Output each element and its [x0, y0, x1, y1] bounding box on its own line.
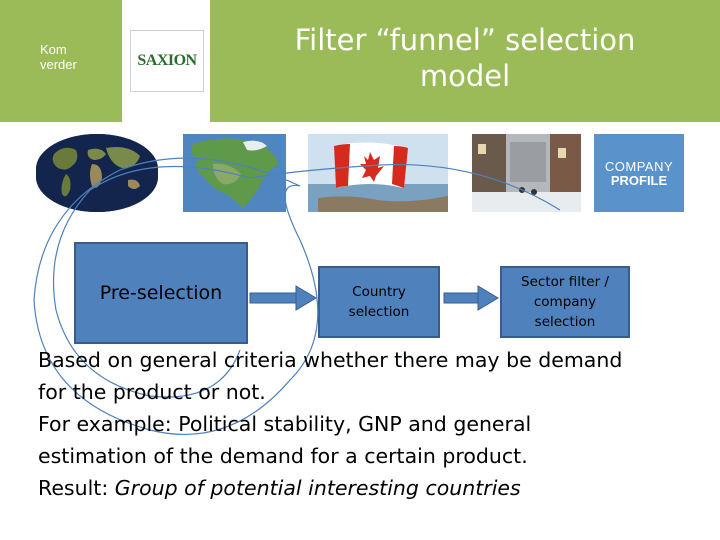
saxion-logo: SAXION	[122, 0, 210, 122]
arrow-pre-to-country	[250, 286, 316, 310]
company-profile-image: COMPANY PROFILE	[594, 134, 684, 212]
pre-selection-box: Pre-selection	[74, 242, 248, 344]
result-value: Group of potential interesting countries	[115, 476, 521, 500]
sector-filter-box: Sector filter / company selection	[500, 266, 630, 338]
body-line-2: for the product or not.	[38, 376, 698, 408]
body-result-line: Result: Group of potential interesting c…	[38, 472, 698, 504]
komverder-logo: Kom verder	[0, 0, 122, 122]
sector-filter-line2: company	[521, 292, 609, 312]
body-line-1: Based on general criteria whether there …	[38, 344, 698, 376]
title-band: Filter “funnel” selection model	[210, 0, 720, 122]
sector-filter-line3: selection	[521, 312, 609, 332]
slide-title: Filter “funnel” selection model	[210, 22, 720, 94]
world-map-image	[36, 134, 158, 212]
country-selection-line2: selection	[349, 302, 410, 322]
canada-flag-image	[308, 134, 448, 212]
slide-title-line1: Filter “funnel” selection	[210, 22, 720, 58]
slide-title-line2: model	[210, 58, 720, 94]
country-selection-box: Country selection	[318, 266, 440, 338]
pre-selection-label: Pre-selection	[100, 282, 222, 304]
body-line-4: estimation of the demand for a certain p…	[38, 440, 698, 472]
company-profile-line1: COMPANY	[594, 160, 684, 174]
sector-filter-line1: Sector filter /	[521, 272, 609, 292]
company-profile-line2: PROFILE	[594, 174, 684, 188]
body-line-3: For example: Political stability, GNP an…	[38, 408, 698, 440]
result-label: Result:	[38, 476, 115, 500]
arrow-country-to-sector	[444, 286, 498, 310]
snowy-street-image	[472, 134, 581, 212]
north-america-map-image	[183, 134, 286, 212]
body-text: Based on general criteria whether there …	[38, 344, 698, 504]
logo-text-verder: verder	[40, 57, 77, 72]
logo-text-kom: Kom	[40, 42, 77, 57]
saxion-logo-text: SAXION	[137, 52, 196, 70]
country-selection-line1: Country	[349, 282, 410, 302]
